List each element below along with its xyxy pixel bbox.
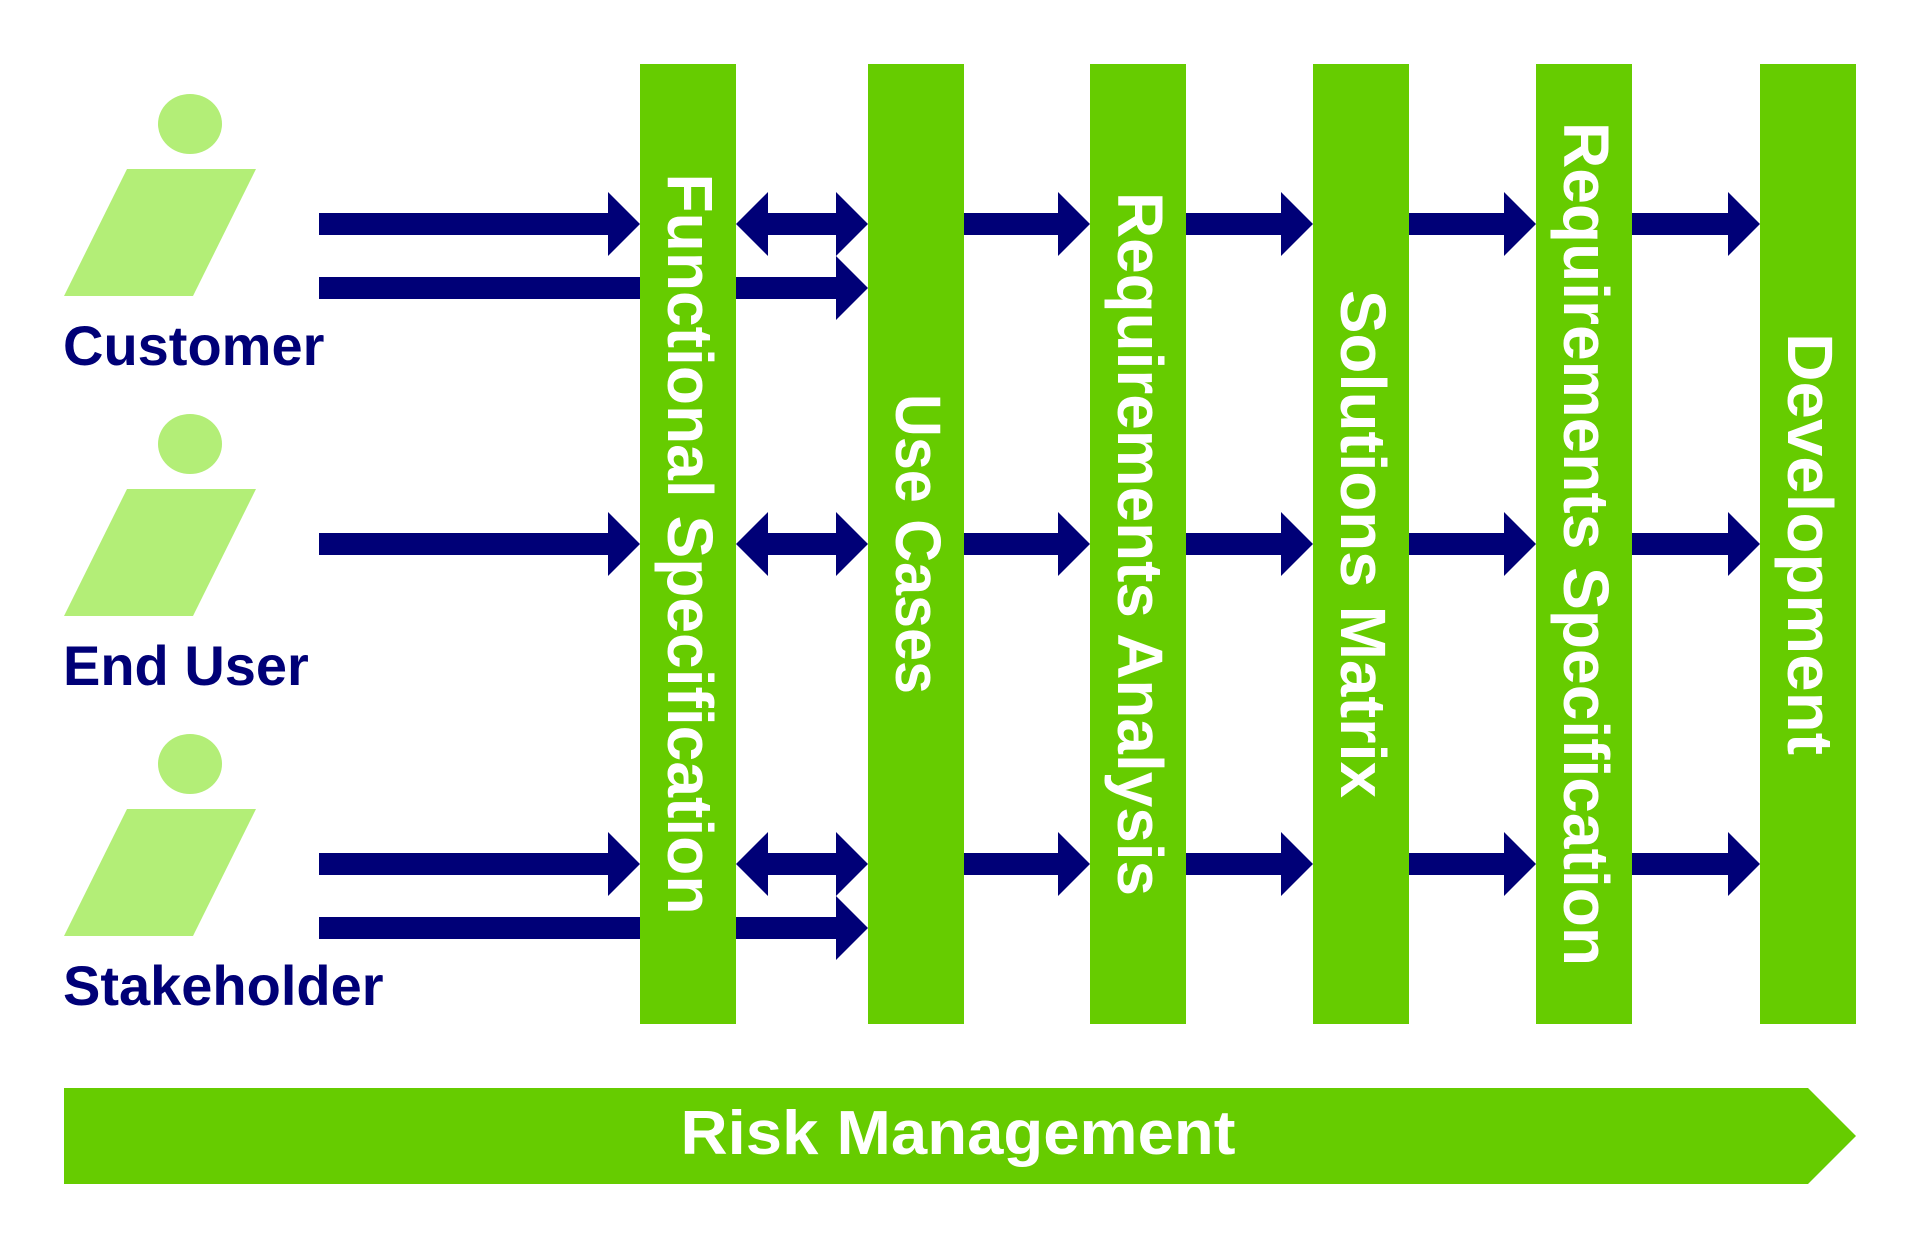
double-arrow-functional-specification-use-cases [736,192,868,256]
risk-management-bar: Risk Management [64,1088,1856,1184]
arrow-solutions-matrix-to-requirements-specification [1407,512,1536,576]
arrow-requirements-analysis-to-solutions-matrix [1184,192,1313,256]
arrow-stakeholder-to-use-cases [319,896,868,960]
arrow-requirements-specification-to-development [1630,192,1760,256]
actor-label: Stakeholder [63,954,384,1017]
arrow-stakeholder-to-functional-specification [319,832,640,896]
stage-label: Requirements Specification [1550,122,1622,966]
arrow-customer-to-functional-specification [319,192,640,256]
arrow-use-cases-to-requirements-analysis [962,512,1090,576]
actor-end-user: End User [63,414,309,697]
arrows-layer [319,192,1760,960]
arrow-requirements-specification-to-development [1630,512,1760,576]
person-icon [64,734,256,936]
arrow-customer-to-use-cases [319,256,868,320]
person-body-icon [64,489,256,616]
actor-customer: Customer [63,94,324,377]
arrow-requirements-analysis-to-solutions-matrix [1184,512,1313,576]
stage-requirements-analysis: Requirements Analysis [1090,64,1186,1024]
stage-label: Solutions Matrix [1327,290,1399,798]
arrow-end-user-to-functional-specification [319,512,640,576]
stage-label: Use Cases [882,394,954,694]
actor-stakeholder: Stakeholder [63,734,384,1017]
stage-column [1090,64,1186,1024]
stage-requirements-specification: Requirements Specification [1536,64,1632,1024]
stage-column [1536,64,1632,1024]
stage-label: Functional Specification [654,174,726,915]
arrow-requirements-analysis-to-solutions-matrix [1184,832,1313,896]
actor-label: Customer [63,314,324,377]
stage-development: Development [1760,64,1856,1024]
arrow-solutions-matrix-to-requirements-specification [1407,192,1536,256]
person-body-icon [64,169,256,296]
stage-solutions-matrix: Solutions Matrix [1313,64,1409,1024]
double-arrow-functional-specification-use-cases [736,512,868,576]
person-body-icon [64,809,256,936]
risk-management-arrow-shape [64,1088,1856,1184]
stage-column [868,64,964,1024]
person-icon [64,94,256,296]
person-icon [64,414,256,616]
stage-column [1313,64,1409,1024]
stage-use-cases: Use Cases [868,64,964,1024]
stage-label: Development [1774,333,1846,755]
arrow-requirements-specification-to-development [1630,832,1760,896]
arrow-use-cases-to-requirements-analysis [962,832,1090,896]
person-head-icon [158,734,222,794]
arrow-solutions-matrix-to-requirements-specification [1407,832,1536,896]
actor-label: End User [63,634,309,697]
stage-functional-specification: Functional Specification [640,64,736,1024]
double-arrow-functional-specification-use-cases [736,832,868,896]
risk-management-label: Risk Management [681,1099,1236,1168]
person-head-icon [158,414,222,474]
arrow-use-cases-to-requirements-analysis [962,192,1090,256]
person-head-icon [158,94,222,154]
stages-layer: Functional Specification Use Cases Require… [640,64,1856,1024]
stage-column [640,64,736,1024]
stage-column [1760,64,1856,1024]
stage-label: Requirements Analysis [1104,192,1176,896]
